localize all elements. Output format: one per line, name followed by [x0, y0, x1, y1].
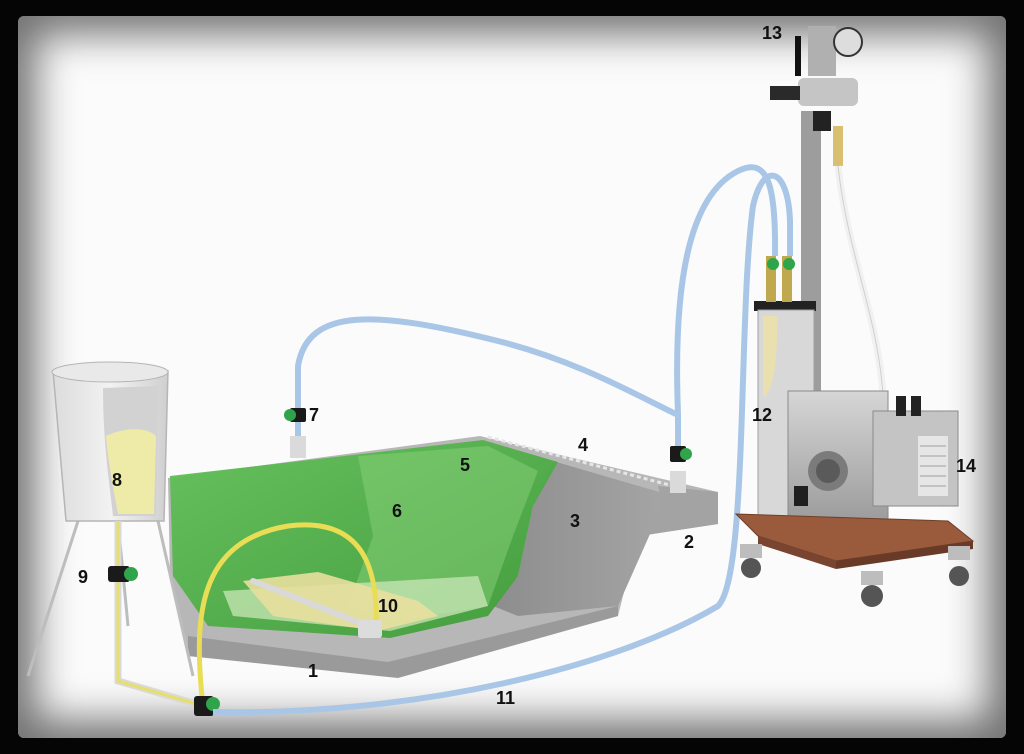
resin-bucket — [26, 361, 195, 677]
callout-6: 6 — [392, 501, 403, 521]
vacuum-infusion-scene — [26, 26, 975, 716]
spiral-tube — [250, 578, 371, 629]
callout-9: 9 — [78, 567, 89, 587]
callout-5: 5 — [460, 455, 471, 475]
callout-1: 1 — [308, 661, 319, 681]
mold-ramp — [493, 461, 673, 616]
vacuum-pump-14 — [787, 390, 959, 522]
valve-9 — [108, 566, 138, 582]
callout-8: 8 — [112, 470, 123, 490]
callout-2: 2 — [684, 532, 695, 552]
vacuum-cart — [734, 26, 975, 607]
mold-front-edge — [188, 606, 618, 678]
callout-11: 11 — [496, 688, 516, 708]
callout-13: 13 — [762, 23, 783, 43]
white-line — [834, 165, 887, 397]
resin-inlet-port — [358, 620, 382, 638]
diagram-canvas: 1 2 3 4 5 6 7 8 9 10 11 12 13 14 — [18, 16, 1006, 738]
vacuum-port-7 — [284, 408, 306, 458]
mold — [168, 435, 718, 678]
callout-3: 3 — [570, 511, 581, 531]
bottom-tee-valve — [194, 696, 220, 716]
callout-7: 7 — [309, 405, 320, 425]
callout-12: 12 — [752, 405, 773, 425]
callout-4: 4 — [578, 435, 589, 455]
mold-right-flange — [640, 486, 718, 536]
callout-10: 10 — [378, 596, 399, 616]
resin-pad — [243, 572, 438, 631]
callout-14: 14 — [956, 456, 977, 476]
cart-wheels — [740, 544, 970, 607]
vacuum-gauge-13 — [770, 26, 863, 166]
sealant-tape — [487, 435, 674, 488]
vacuum-port-right — [670, 446, 692, 493]
vacuum-hose-7 — [295, 316, 678, 446]
vacuum-bag-highlight — [348, 446, 538, 621]
